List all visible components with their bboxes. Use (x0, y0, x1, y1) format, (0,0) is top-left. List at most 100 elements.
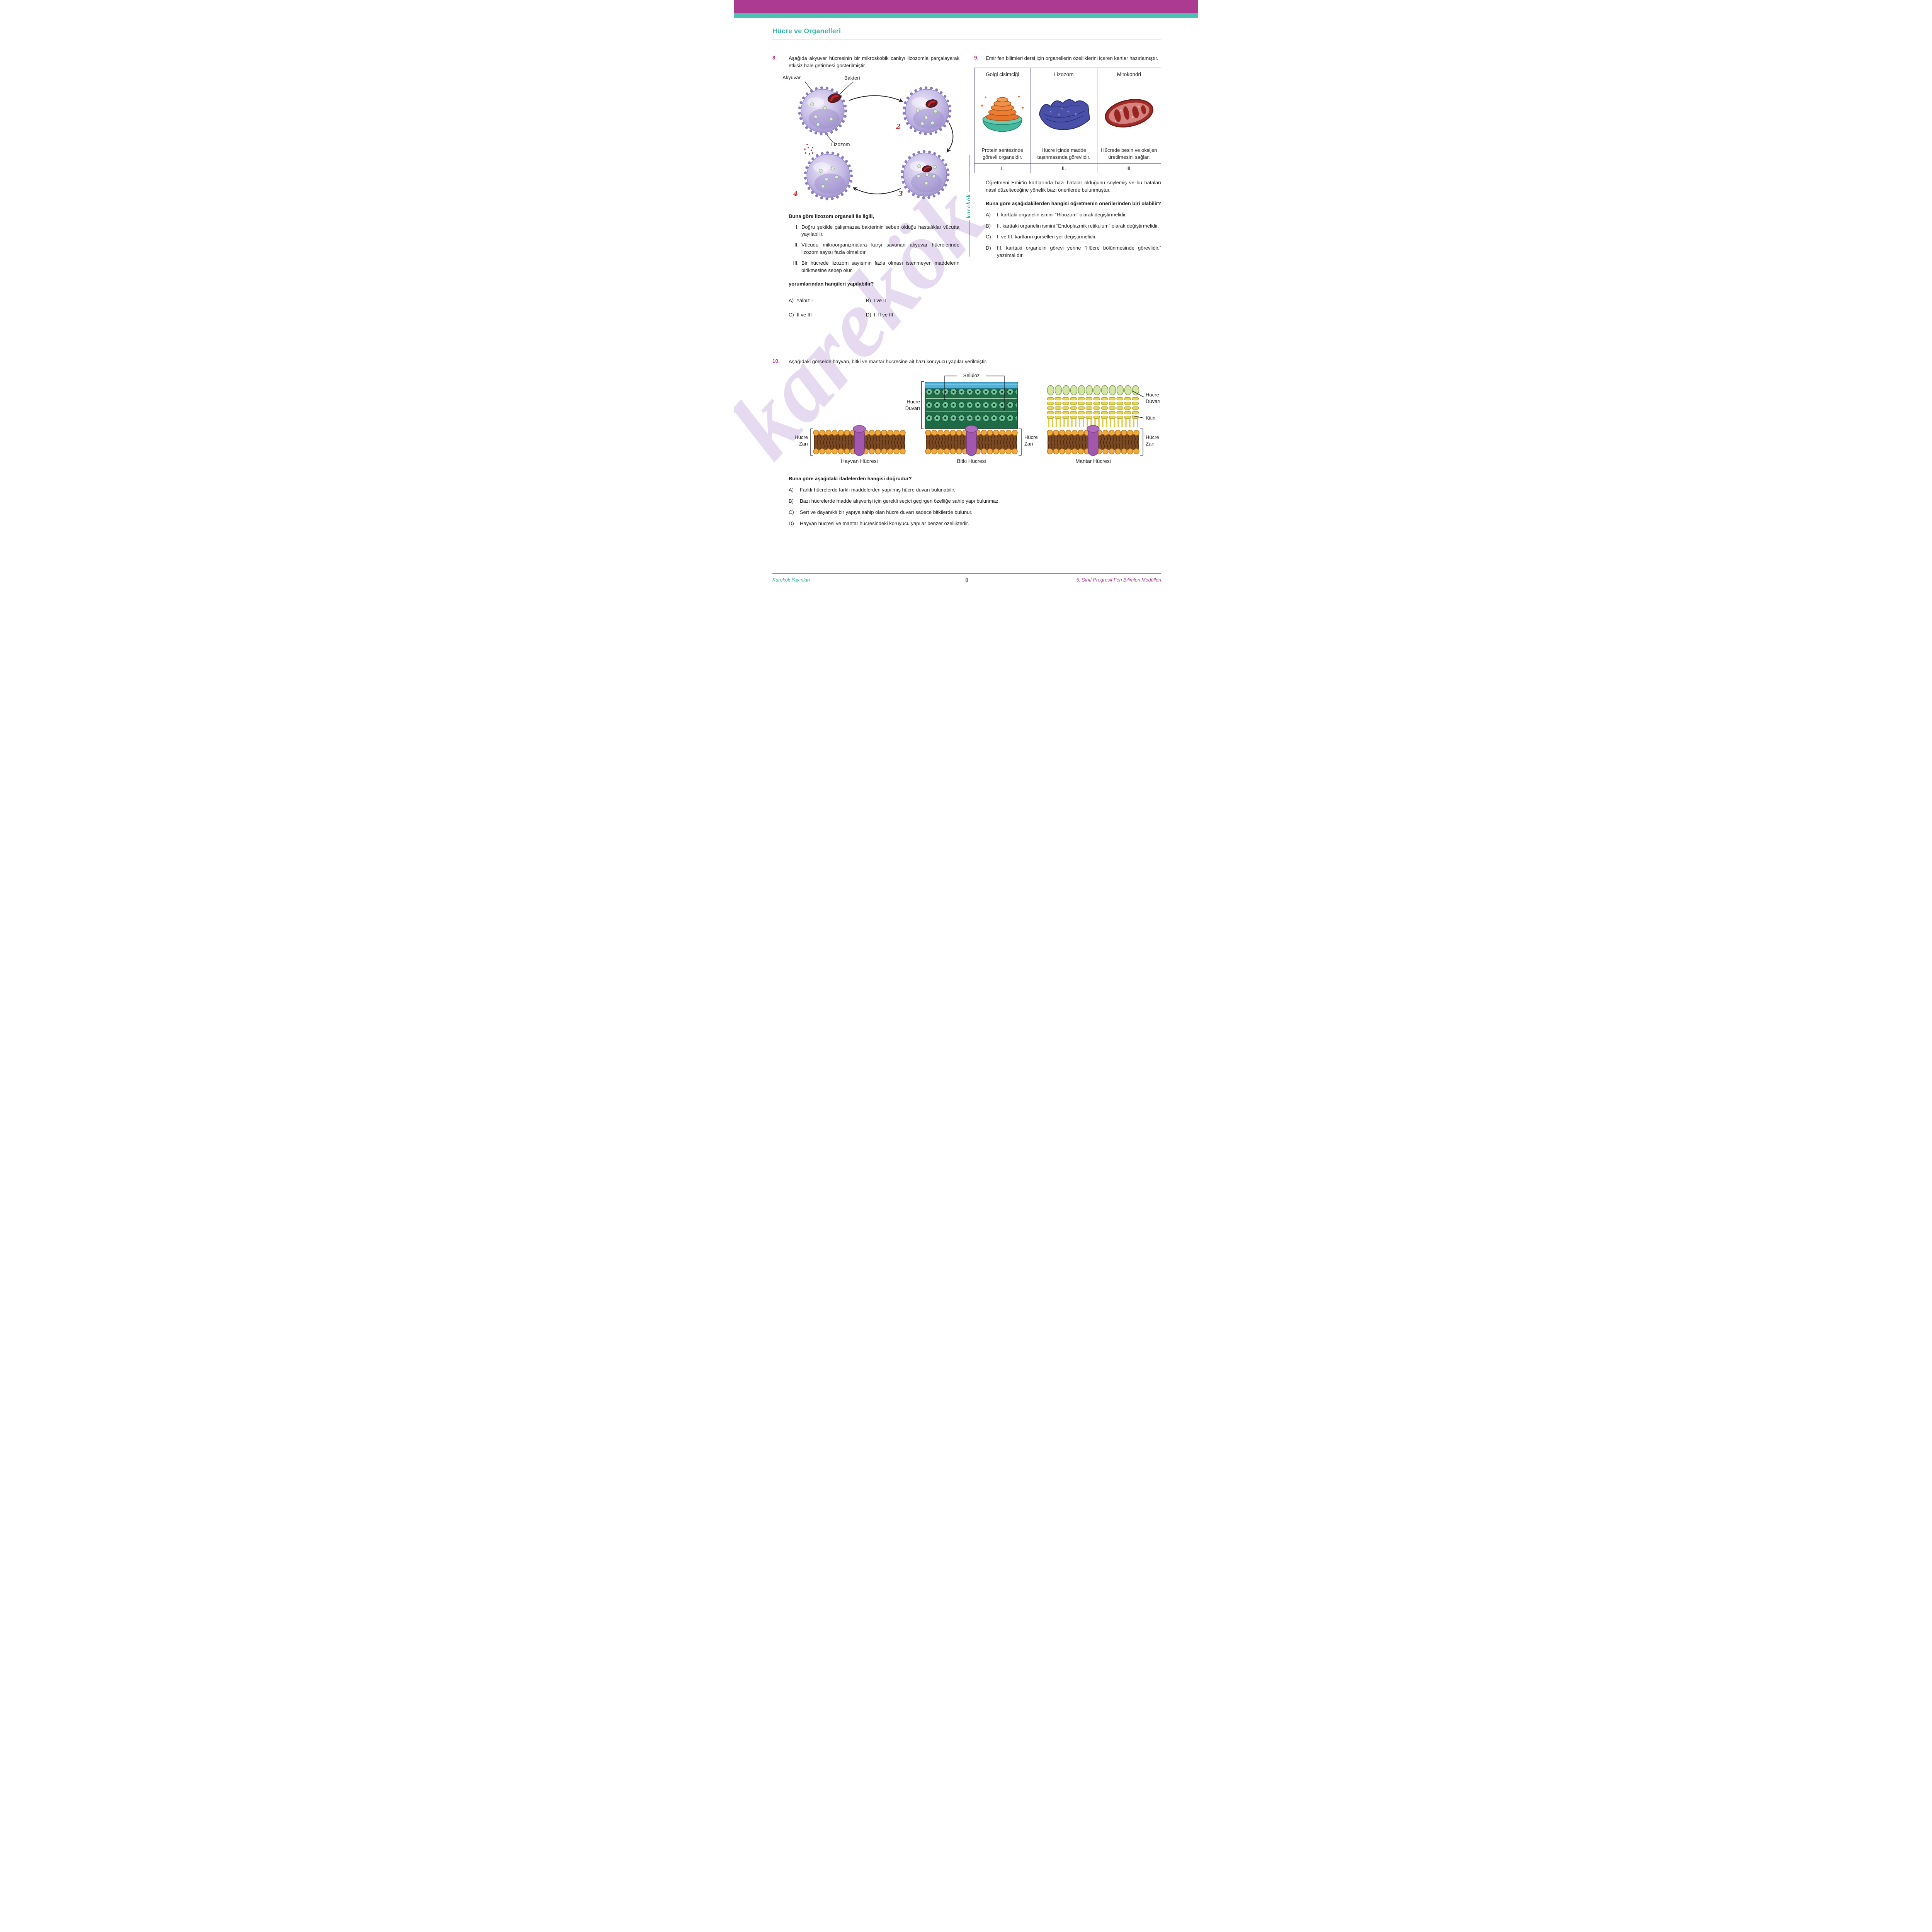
item-numeral: III. (793, 260, 799, 266)
option-label: A) (789, 487, 794, 493)
akyuvar-label: Akyuvar (782, 74, 801, 80)
option-d: D) I, II ve III (866, 312, 959, 318)
item-text: Bir hücrede lizozom sayısının fazla olma… (801, 260, 959, 273)
option-d: D) III. karttaki organelin görevi yerine… (986, 245, 1161, 259)
seluloz-label: Selüloz (963, 372, 980, 379)
option-label: D) (986, 245, 991, 251)
organelle-description: Hücre içinde madde taşınmasında görevlid… (1030, 143, 1097, 164)
page-number: 8 (965, 577, 968, 583)
white-blood-cell-diagram: Akyuvar Bakteri Lizozom 2 3 4 (772, 73, 959, 207)
option-text: II ve III (796, 312, 812, 318)
option-label: B) (866, 298, 871, 304)
option-a: A) I. karttaki organelin ismini “Ribozom… (986, 211, 1161, 219)
option-text: I. ve III. kartların görselleri yer deği… (997, 234, 1097, 240)
column-divider: karekök (966, 155, 972, 257)
page-footer: Karekök Yayınları 8 5. Sınıf Progresif F… (772, 573, 1161, 583)
item-numeral: II. (794, 242, 799, 248)
option-label: D) (866, 312, 871, 318)
page-content: Hücre ve Organelleri 8. Aşağıda akyuvar … (734, 27, 1198, 527)
option-label: B) (986, 223, 991, 229)
option-b: B) Bazı hücrelerde madde alışverişi için… (789, 498, 1161, 505)
item-text: Vücudu mikroorganizmalara karşı savunan … (801, 242, 959, 255)
hayvan-hucresi-caption: Hayvan Hücresi (841, 458, 878, 464)
option-d: D) Hayvan hücresi ve mantar hücresindeki… (789, 520, 1161, 527)
question-10: 10. Aşağıdaki görselde hayvan, bitki ve … (772, 358, 1161, 527)
column-header: Lizozom (1030, 67, 1097, 81)
mitokondri-illustration (1097, 80, 1162, 144)
option-a: A) Yalnız I (789, 298, 866, 303)
bitki-hucre-duvari-label: Hücre Duvarı (905, 399, 920, 411)
option-text: Farklı hücrelerde farklı maddelerden yap… (800, 487, 956, 493)
cell-membranes-graphic (810, 376, 1145, 456)
table-description-row: Protein sentezinde görevli organeldir. H… (974, 143, 1162, 164)
organelle-cards-table: Golgi cisimciği Lizozom Mitokondri (974, 67, 1162, 173)
question-10-options: A) Farklı hücrelerde farklı maddelerden … (789, 486, 1161, 527)
question-10-intro: Aşağıdaki görselde hayvan, bitki ve mant… (789, 359, 987, 365)
option-text: Yalnız I (796, 298, 813, 304)
option-text: III. karttaki organelin görevi yerine “H… (997, 245, 1161, 259)
lizozom-label: Lizozom (831, 141, 850, 147)
hayvan-hucre-zari-label: Hücre Zarı (794, 434, 808, 447)
mantar-hucresi-caption: Mantar Hücresi (1075, 458, 1111, 464)
question-8-items: I. Doğru şekilde çalışmazsa bakterinin s… (789, 224, 959, 274)
page-header: Hücre ve Organelleri (772, 27, 1161, 39)
option-text: Sert ve dayanıklı bir yapıya sahip olan … (800, 509, 973, 515)
golgi-illustration (974, 80, 1031, 144)
option-c: C) I. ve III. kartların görselleri yer d… (986, 233, 1161, 241)
item-numeral: I. (796, 224, 799, 230)
organelle-description: Protein sentezinde görevli organeldir. (974, 143, 1031, 164)
kitin-label: Kitin (1146, 415, 1156, 421)
table-image-row (974, 80, 1162, 144)
question-10-question: Buna göre aşağıdaki ifadelerden hangisi … (789, 476, 912, 482)
series-title: 5. Sınıf Progresif Fen Bilimleri Modülle… (1076, 577, 1161, 583)
top-bar-magenta (734, 0, 1198, 13)
option-text: Bazı hücrelerde madde alışverişi için ge… (800, 498, 1000, 504)
option-label: C) (789, 509, 794, 515)
question-8-stem: Buna göre lizozom organeli ile ilgili, (789, 213, 874, 219)
textbook-page: karekök karekök Hücre ve Organelleri 8. … (734, 0, 1198, 593)
question-8: 8. Aşağıda akyuvar hücresinin bir mikros… (772, 55, 959, 318)
option-label: B) (789, 498, 794, 504)
question-9-number: 9. (974, 55, 979, 61)
question-8-number: 8. (772, 55, 777, 61)
card-numeral: I. (974, 163, 1031, 173)
card-numeral: III. (1097, 163, 1162, 173)
bakteri-label: Bakteri (844, 75, 860, 81)
cell-protective-structures-diagram: Hücre Zarı Hücre Duvarı Selüloz Hücre Za… (772, 372, 1170, 469)
option-text: II. karttaki organelin ismini “Endoplazm… (997, 223, 1159, 229)
option-label: A) (986, 211, 991, 218)
lizozom-illustration (1030, 80, 1097, 144)
top-bar-teal (734, 13, 1198, 18)
step-3-number: 3 (898, 190, 903, 198)
option-label: A) (789, 298, 794, 304)
column-header: Mitokondri (1097, 67, 1162, 81)
mantar-hucre-duvari-label: Hücre Duvarı (1146, 392, 1161, 404)
option-c: C) Sert ve dayanıklı bir yapıya sahip ol… (789, 509, 1161, 516)
option-label: D) (789, 520, 794, 526)
question-8-intro: Aşağıda akyuvar hücresinin bir mikroskob… (789, 55, 959, 68)
option-text: Hayvan hücresi ve mantar hücresindeki ko… (800, 520, 969, 526)
bitki-hucresi-caption: Bitki Hücresi (957, 458, 986, 464)
option-a: A) Farklı hücrelerde farklı maddelerden … (789, 486, 1161, 494)
option-text: I. karttaki organelin ismini “Ribozom” o… (997, 211, 1127, 218)
question-9-options: A) I. karttaki organelin ismini “Ribozom… (986, 211, 1161, 259)
publisher-name: Karekök Yayınları (772, 577, 810, 583)
mantar-hucre-zari-label: Hücre Zarı (1146, 434, 1159, 447)
organelle-description: Hücrede besin ve oksijen üretilmesini sa… (1097, 143, 1162, 164)
option-text: I, II ve III (874, 312, 893, 318)
option-text: I ve II (874, 298, 886, 304)
option-label: C) (986, 234, 991, 240)
step-4-number: 4 (793, 190, 798, 198)
table-numeral-row: I. II. III. (974, 163, 1162, 173)
question-10-number: 10. (772, 358, 780, 364)
step-2-number: 2 (896, 122, 901, 131)
table-header-row: Golgi cisimciği Lizozom Mitokondri (974, 67, 1162, 81)
list-item: II. Vücudu mikroorganizmalara karşı savu… (789, 242, 959, 256)
option-b: B) I ve II (866, 298, 959, 303)
white-blood-cell-stages-graphic (772, 81, 954, 207)
item-text: Doğru şekilde çalışmazsa bakterinin sebe… (801, 224, 959, 237)
option-b: B) II. karttaki organelin ismini “Endopl… (986, 223, 1161, 230)
bitki-hucre-zari-label: Hücre Zarı (1024, 434, 1038, 447)
question-9-explanation: Öğretmeni Emir’in kartlarında bazı hatal… (986, 180, 1161, 193)
page-title: Hücre ve Organelleri (772, 27, 841, 35)
